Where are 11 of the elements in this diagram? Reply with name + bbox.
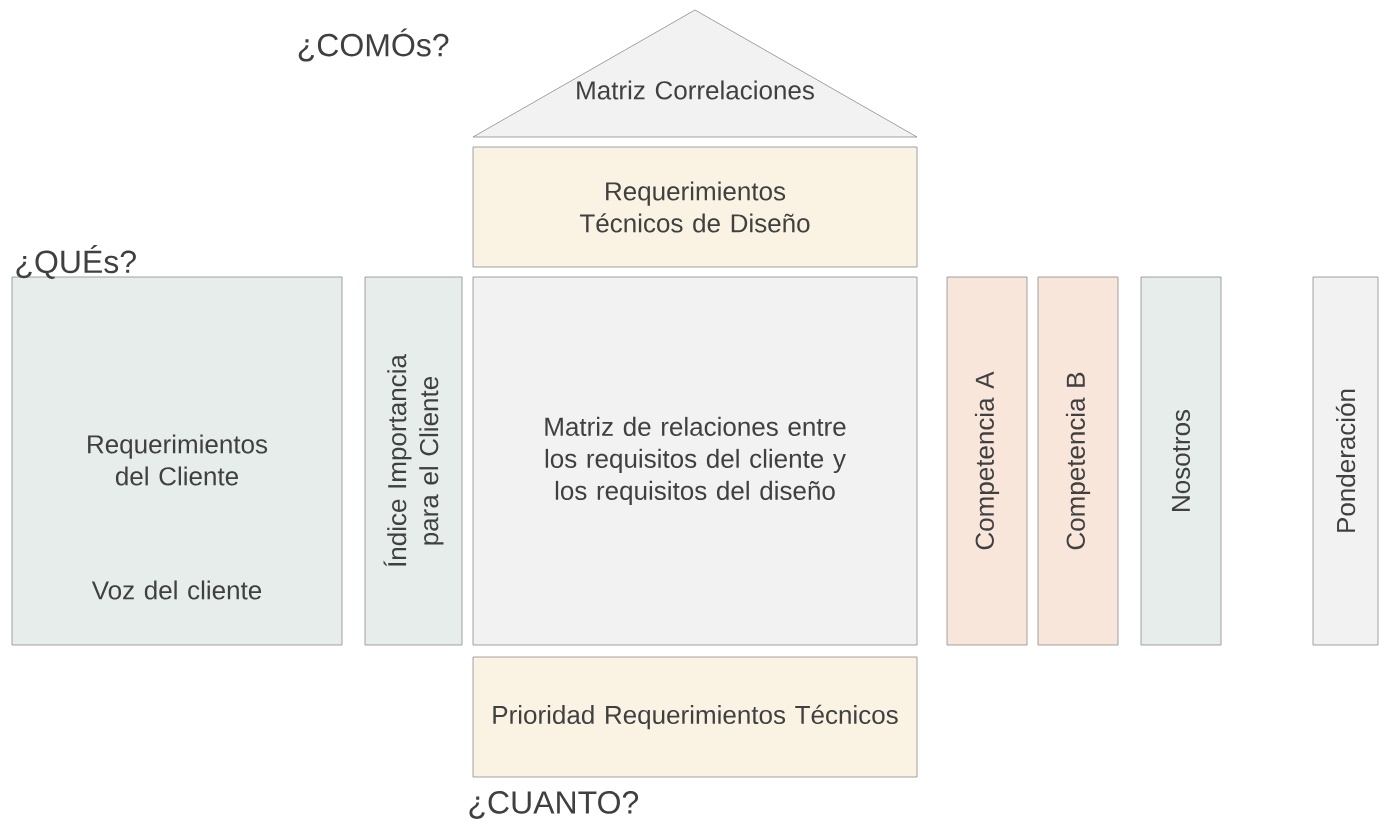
matrix-block: Nosotros xyxy=(1140,276,1222,646)
matrix-block: Prioridad Requerimientos Técnicos xyxy=(472,656,918,778)
matrix-block: Requerimientos Técnicos de Diseño xyxy=(472,146,918,268)
matrix-block: Competencia B xyxy=(1037,276,1119,646)
matrix-block: Matriz de relaciones entre los requisitos del cliente y los requisitos del diseño xyxy=(472,276,918,646)
matrix-block: Ponderación xyxy=(1312,276,1379,646)
matrix-block: Competencia A xyxy=(946,276,1028,646)
matrix-block: Índice Importancia para el Cliente xyxy=(364,276,463,646)
roof-triangle: Matriz Correlaciones xyxy=(472,9,918,138)
section-label: ¿COMÓs? xyxy=(298,28,449,62)
section-label: ¿QUÉs? xyxy=(16,245,136,279)
